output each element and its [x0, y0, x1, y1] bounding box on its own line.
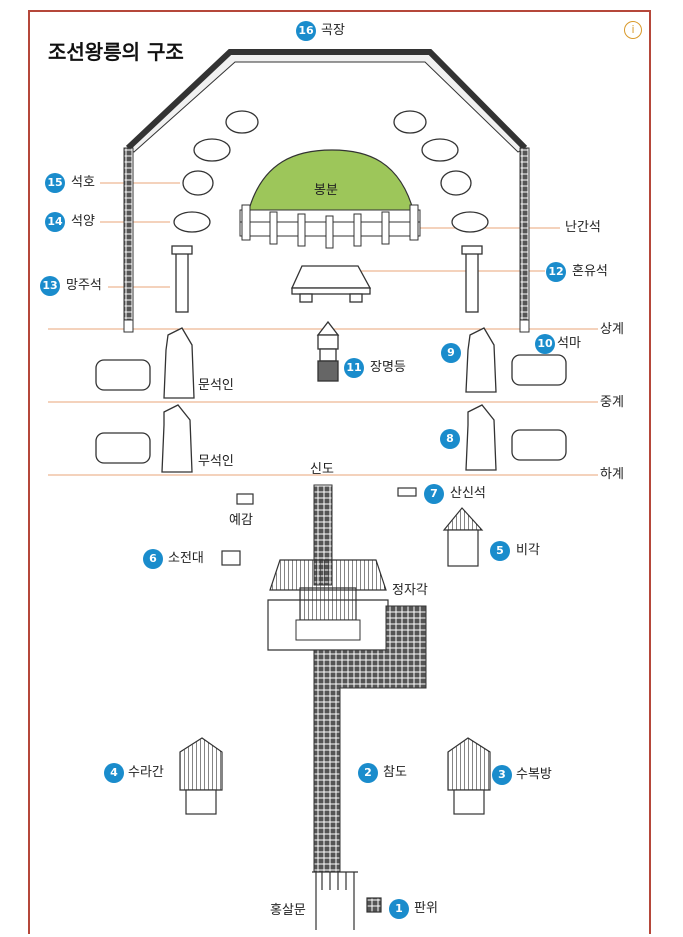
item-12-label: 혼유석 [572, 264, 608, 279]
badge-14: 14 [45, 212, 65, 232]
item-14-label: 석양 [71, 214, 95, 229]
badge-7: 7 [424, 484, 444, 504]
badge-12: 12 [546, 262, 566, 282]
badge-16: 16 [296, 21, 316, 41]
burial-mound [239, 149, 421, 249]
page-title: 조선왕릉의 구조 [48, 40, 184, 64]
item-2-label: 참도 [383, 765, 407, 780]
honyuseok-table [290, 265, 372, 303]
badge-13: 13 [40, 276, 60, 296]
military-official-label: 무석인 [198, 454, 234, 469]
side-buildings [179, 507, 491, 815]
level-middle-label: 중계 [600, 395, 624, 410]
mound-label: 봉분 [314, 183, 338, 198]
civil-official-label: 문석인 [198, 378, 234, 393]
item-13-label: 망주석 [66, 278, 102, 293]
hongsalmun-gate [312, 871, 358, 930]
gate-label: 홍살문 [270, 903, 306, 918]
stone-officials [161, 327, 497, 473]
item-15-label: 석호 [71, 175, 95, 190]
gokjang-wall [123, 49, 530, 333]
badge-5: 5 [490, 541, 510, 561]
small-stones [221, 487, 417, 913]
badge-15: 15 [45, 173, 65, 193]
item-11-label: 장명등 [370, 360, 406, 375]
mangjuseok-pillars [171, 245, 483, 313]
stone-animals [95, 110, 567, 464]
item-7-label: 산신석 [450, 486, 486, 501]
badge-6: 6 [143, 549, 163, 569]
item-3-label: 수복방 [516, 767, 552, 782]
jeongjagak-hall [267, 559, 389, 651]
item-4-label: 수라간 [128, 765, 164, 780]
badge-2: 2 [358, 763, 378, 783]
info-icon[interactable]: i [624, 21, 642, 39]
badge-10: 10 [535, 334, 555, 354]
badge-4: 4 [104, 763, 124, 783]
badge-11: 11 [344, 358, 364, 378]
item-5-label: 비각 [516, 543, 540, 558]
hall-label: 정자각 [392, 583, 428, 598]
badge-8: 8 [440, 429, 460, 449]
item-10-label: 석마 [557, 336, 581, 351]
jangmyeongdeung-lantern [316, 320, 340, 382]
sacred-path-label: 신도 [310, 462, 334, 477]
badge-1: 1 [389, 899, 409, 919]
railing-label: 난간석 [565, 220, 601, 235]
item-1-label: 판위 [414, 901, 438, 916]
ritual-pit-label: 예감 [229, 513, 253, 528]
badge-9: 9 [441, 343, 461, 363]
badge-3: 3 [492, 765, 512, 785]
level-upper-label: 상계 [600, 322, 624, 337]
level-lower-label: 하계 [600, 467, 624, 482]
item-16-label: 곡장 [321, 23, 345, 38]
item-6-label: 소전대 [168, 551, 204, 566]
